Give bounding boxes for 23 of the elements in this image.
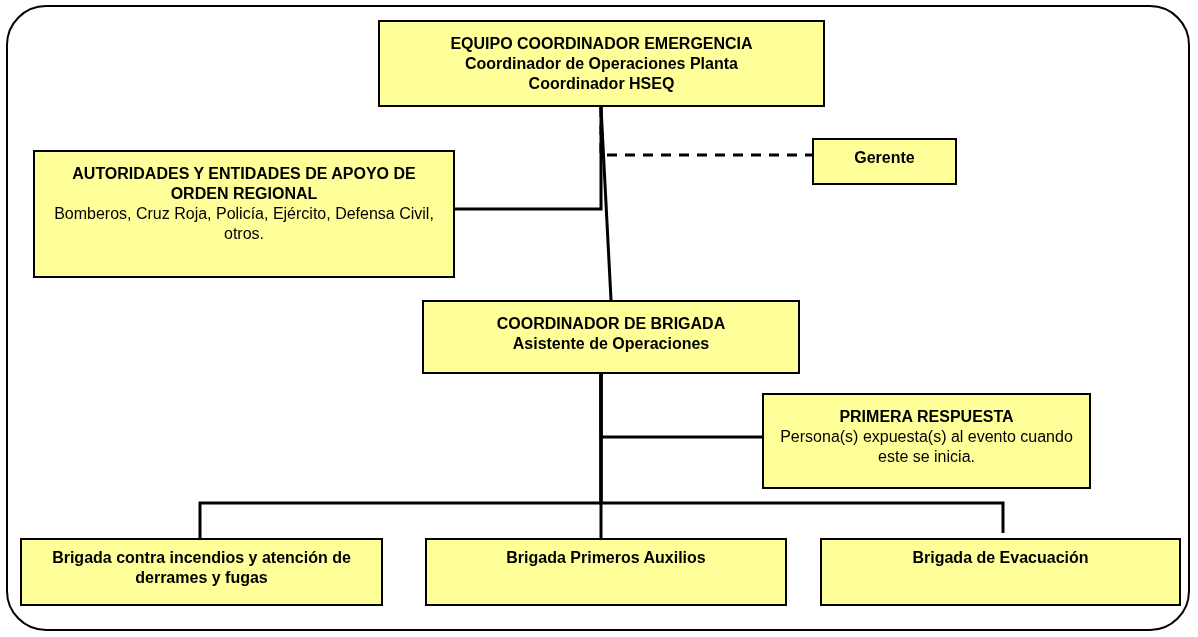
box-text: Persona(s) expuesta(s) al evento cuando este se inicia. [779, 427, 1074, 467]
box-text: Coordinador de Operaciones Planta [465, 54, 738, 74]
box-text: Bomberos, Cruz Roja, Policía, Ejército, Defensa Civil, otros. [53, 204, 435, 244]
org-box [820, 538, 1181, 606]
connector-line [599, 374, 1005, 533]
box-title: EQUIPO COORDINADOR EMERGENCIA [450, 34, 753, 54]
box-title: Brigada contra incendios y atención de derrames y fugas [51, 548, 352, 588]
org-box [378, 20, 825, 107]
org-box [812, 138, 957, 185]
org-box [762, 393, 1091, 489]
org-box [422, 300, 800, 374]
connector-line [455, 107, 603, 211]
org-box [33, 150, 455, 278]
box-title: Brigada de Evacuación [912, 548, 1089, 568]
box-title: AUTORIDADES Y ENTIDADES DE APOYO DE ORDEN REGIONAL [71, 164, 417, 204]
box-title: Gerente [854, 148, 915, 168]
box-title: PRIMERA RESPUESTA [839, 407, 1014, 427]
box-text: Coordinador HSEQ [528, 74, 675, 94]
org-box [425, 538, 787, 606]
box-title: COORDINADOR DE BRIGADA [496, 314, 726, 334]
box-text: Asistente de Operaciones [512, 334, 710, 354]
box-title: Brigada Primeros Auxilios [506, 548, 706, 568]
org-box [20, 538, 383, 606]
